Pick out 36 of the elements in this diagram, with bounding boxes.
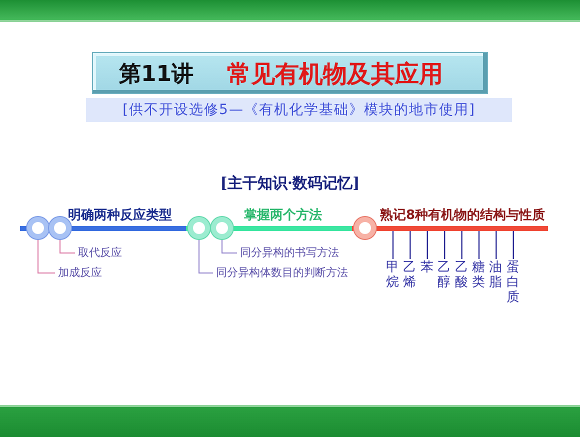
leader-line (222, 238, 238, 254)
band-heading: 掌握两个方法 (244, 206, 322, 224)
lecture-number: 第11讲 (119, 61, 194, 89)
substance-label: 甲烷 (386, 260, 400, 290)
substance-label: 乙烯 (403, 260, 418, 290)
substance-label: 糖类 (472, 260, 486, 290)
leader-line (392, 231, 394, 259)
leader-line (461, 231, 462, 259)
substance-label: 蛋白质 (506, 260, 520, 305)
leader-line (512, 231, 514, 259)
leader-line (478, 231, 480, 259)
band-heading: 明确两种反应类型 (68, 206, 172, 224)
timeline-circle (354, 217, 376, 239)
substance-label: 乙酸 (454, 260, 469, 290)
title-text: 常见有机物及其应用 (227, 59, 443, 90)
leader-line (496, 231, 497, 259)
timeline-circle (211, 217, 233, 239)
substance-label: 苯 (420, 260, 434, 275)
timeline-circle (27, 217, 49, 239)
timeline-circle (188, 217, 210, 239)
leader-line (60, 238, 76, 254)
band-heading: 熟记8种有机物的结构与性质 (380, 207, 546, 224)
branch-label: 加成反应 (58, 266, 102, 280)
substance-label: 油脂 (489, 260, 504, 290)
leader-line (410, 231, 411, 259)
branch-label: 同分异构体数目的判断方法 (216, 266, 348, 280)
substance-label: 乙醇 (438, 260, 452, 290)
branch-label: 取代反应 (78, 246, 122, 260)
title-box (92, 52, 488, 94)
section-heading: [主干知识·数码记忆] (219, 174, 361, 193)
leader-line (426, 231, 428, 259)
subtitle-banner: [供不开设选修5—《有机化学基础》模块的地市使用] (86, 98, 512, 122)
leader-line (38, 238, 56, 274)
leader-line (444, 231, 446, 259)
leader-line (198, 238, 214, 274)
branch-label: 同分异构的书写方法 (240, 246, 339, 260)
